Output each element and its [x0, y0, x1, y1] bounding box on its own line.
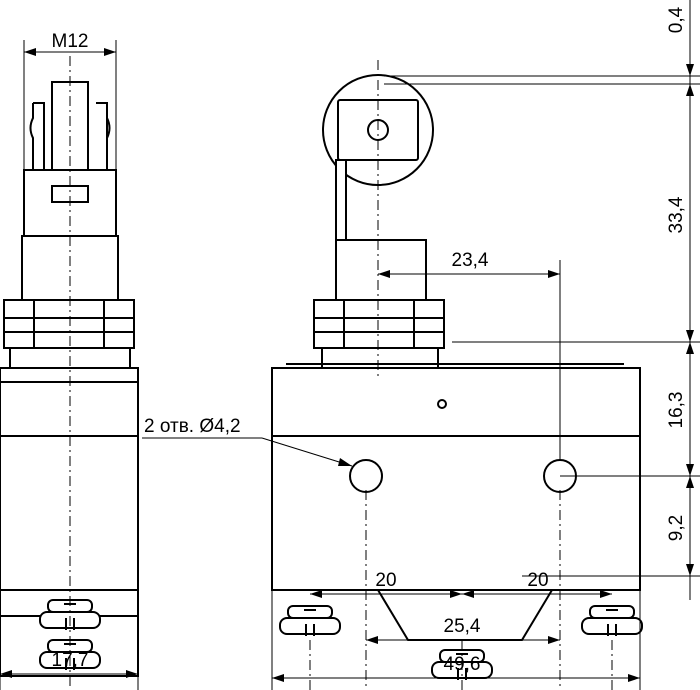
- hole-left: [349, 459, 383, 493]
- dimension-25-4-label: 25,4: [444, 616, 481, 637]
- bottom-dimensions: 20 20 25,4 49,6: [271, 570, 641, 690]
- dimension-20-right-label: 20: [527, 570, 548, 591]
- side-view: [0, 56, 139, 690]
- dimension-16-3-label: 16,3: [666, 392, 687, 429]
- dimension-23-4: 23,4: [378, 250, 561, 460]
- dimension-23-4-label: 23,4: [452, 250, 489, 271]
- dimension-17-7-label: 17,7: [52, 650, 89, 671]
- dimension-49-6-label: 49,6: [444, 654, 481, 675]
- dimension-9-2-label: 9,2: [666, 515, 687, 541]
- dimension-33-4-label: 33,4: [666, 196, 687, 233]
- vertical-dimensions: 0,4 33,4 16,3 9,2: [384, 0, 700, 600]
- dimension-m12: M12: [23, 31, 117, 170]
- dimension-17-7: 17,7: [0, 640, 139, 690]
- dimension-20-left-label: 20: [375, 570, 396, 591]
- holes-callout: 2 отв. Ø4,2: [142, 416, 353, 467]
- dimension-m12-label: M12: [52, 31, 89, 52]
- front-view: [271, 60, 643, 690]
- holes-note-label: 2 отв. Ø4,2: [144, 416, 241, 437]
- dimension-0-4-label: 0,4: [666, 6, 687, 33]
